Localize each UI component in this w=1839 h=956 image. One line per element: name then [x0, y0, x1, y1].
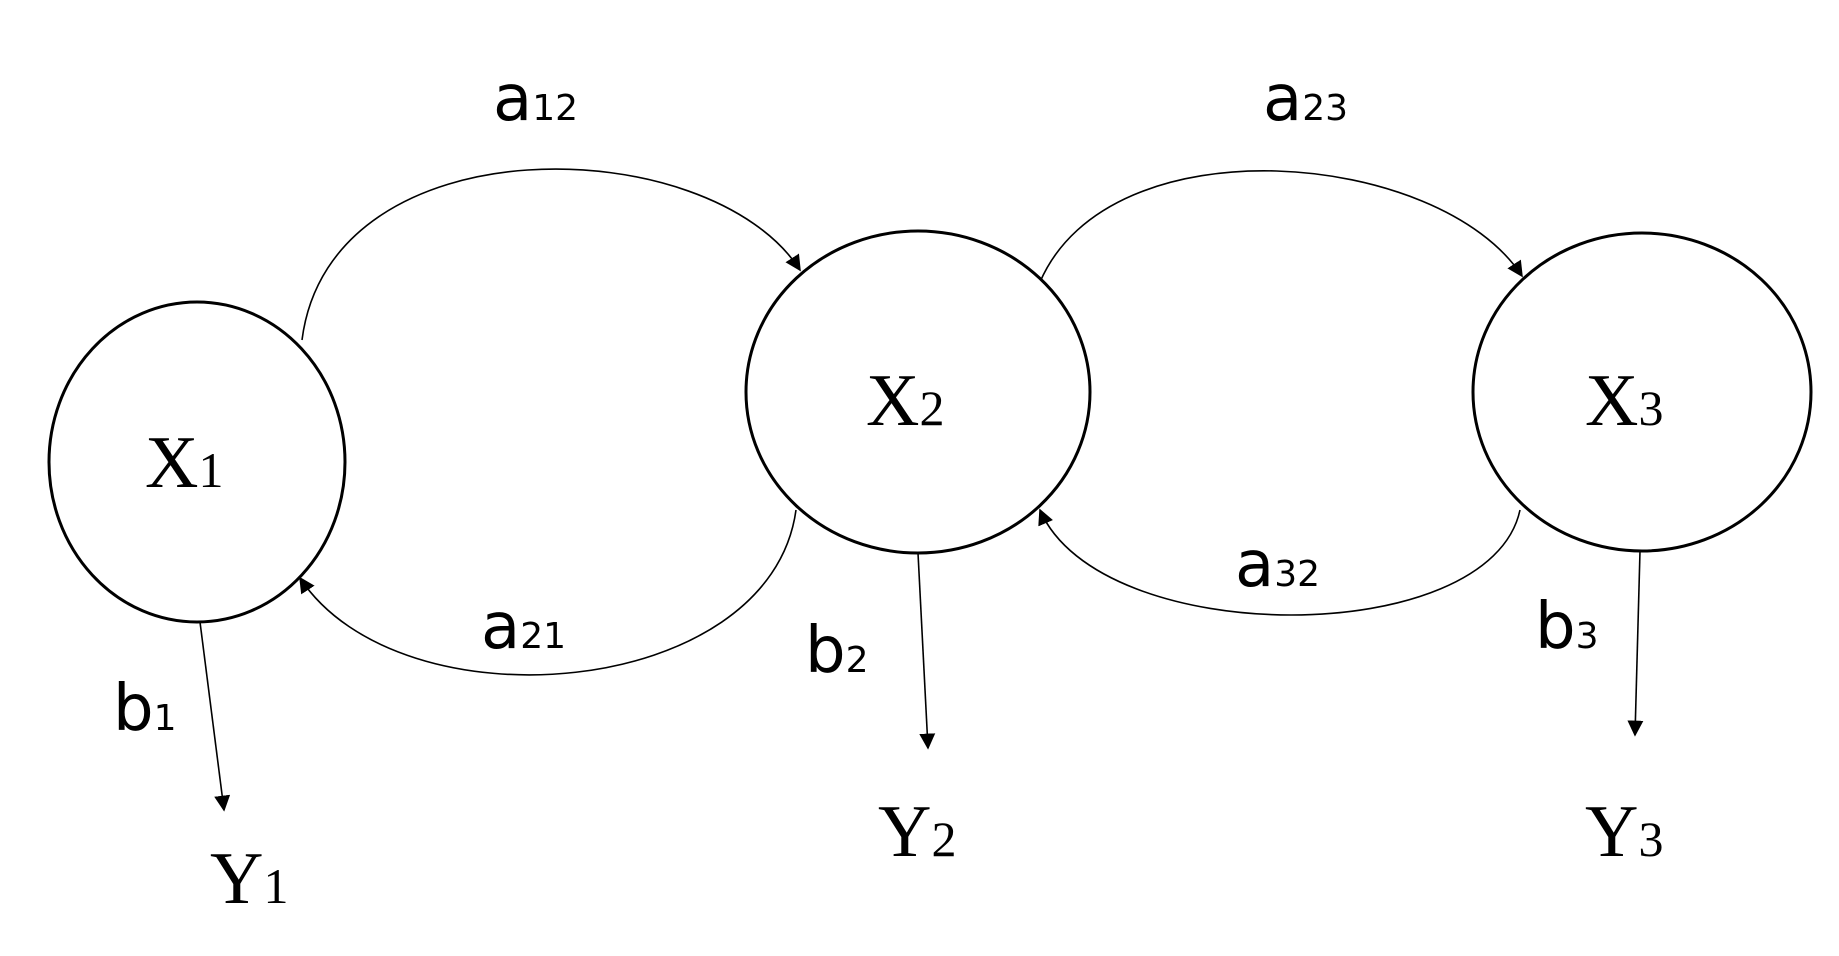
edge-arrow-a21 — [299, 509, 797, 676]
node-x3-label: X3 — [1585, 360, 1663, 442]
node-x2-circle — [744, 229, 1092, 555]
edge-label-b3: b3 — [1535, 590, 1599, 664]
node-x3-circle — [1471, 231, 1813, 553]
edge-label-a12: a12 — [493, 62, 578, 136]
edge-arrow-b3 — [1627, 550, 1644, 737]
edge-label-a32: a32 — [1235, 528, 1320, 602]
edge-label-a21: a21 — [481, 590, 566, 664]
edge-arrow-b2 — [917, 552, 936, 750]
edge-label-a23: a23 — [1263, 62, 1348, 136]
node-x1-label: X1 — [145, 422, 223, 504]
output-y1-label: Y1 — [210, 838, 288, 920]
edge-arrow-b1 — [199, 621, 231, 812]
node-x1-circle — [47, 300, 347, 624]
node-x2-label: X2 — [866, 360, 944, 442]
edge-arrow-a32 — [1038, 508, 1521, 616]
output-y2-label: Y2 — [878, 791, 956, 873]
edge-arrow-a23 — [1039, 170, 1523, 283]
edge-label-b1: b1 — [113, 672, 177, 746]
edge-arrow-a12 — [301, 168, 801, 341]
edge-label-b2: b2 — [805, 614, 869, 688]
output-y3-label: Y3 — [1585, 791, 1663, 873]
